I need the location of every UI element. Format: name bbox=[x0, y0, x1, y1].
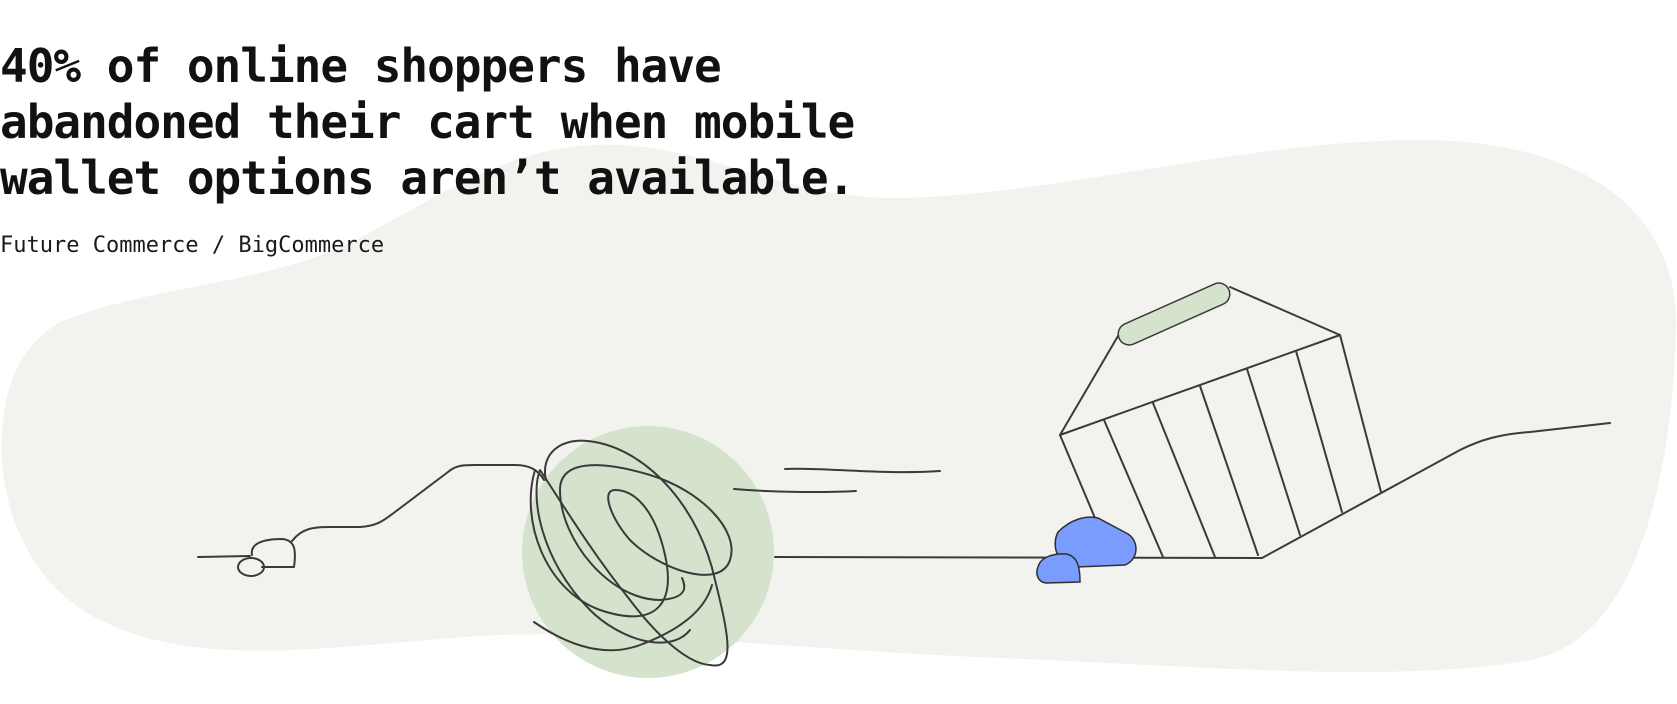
ground-line bbox=[774, 556, 1263, 559]
green-circle bbox=[522, 426, 774, 678]
background-blob-shape bbox=[1, 140, 1677, 673]
winding-line-left bbox=[197, 464, 545, 577]
stat-headline: 40% of online shoppers have abandoned th… bbox=[0, 39, 855, 205]
tipped-over-shopping-cart-icon bbox=[1059, 282, 1382, 558]
stat-block: 40% of online shoppers have abandoned th… bbox=[0, 38, 900, 260]
blue-stone-icon bbox=[1036, 516, 1137, 584]
motion-line-top bbox=[784, 467, 941, 474]
motion-line-bottom bbox=[733, 488, 857, 494]
stat-source: Future Commerce / BigCommerce bbox=[0, 233, 385, 258]
rising-line-right bbox=[1261, 422, 1611, 559]
cart-handle bbox=[1117, 282, 1231, 346]
tangled-line-ball-icon bbox=[529, 439, 733, 667]
